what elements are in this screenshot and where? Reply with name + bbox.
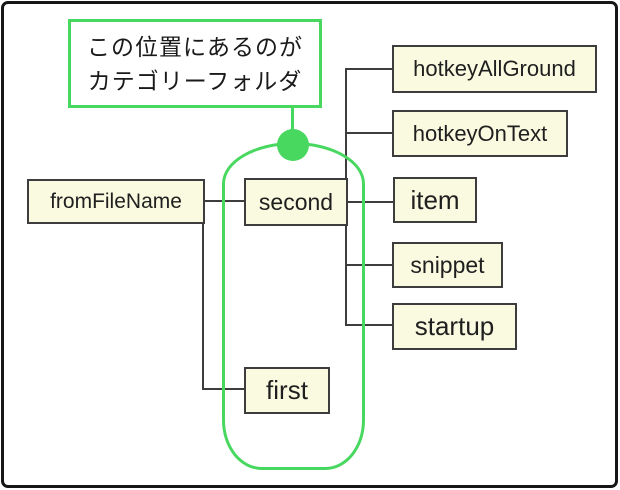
node-hotkeyallground: hotkeyAllGround (392, 45, 597, 93)
node-snippet: snippet (392, 242, 503, 288)
callout-text-line2: カテゴリーフォルダ (87, 67, 303, 94)
connector-branch-hotkeyontext (346, 132, 393, 134)
callout-text-line1: この位置にあるのが (87, 33, 303, 60)
node-hotkeyontext: hotkeyOnText (392, 110, 568, 157)
node-fromfilename: fromFileName (27, 179, 205, 224)
connector-branch-hotkeyallground (346, 68, 393, 70)
node-first: first (244, 367, 330, 414)
connector-branch-startup (346, 324, 394, 326)
callout-box: この位置にあるのが カテゴリーフォルダ (68, 19, 322, 108)
node-item: item (393, 177, 477, 223)
node-startup: startup (392, 303, 517, 350)
connector-branch-item (346, 201, 394, 203)
node-second: second (244, 178, 348, 226)
callout-pointer-line (291, 105, 294, 132)
connector-fromfilename-first-vertical (202, 221, 204, 390)
connector-branch-snippet (346, 264, 393, 266)
callout-pointer-dot (277, 129, 309, 161)
